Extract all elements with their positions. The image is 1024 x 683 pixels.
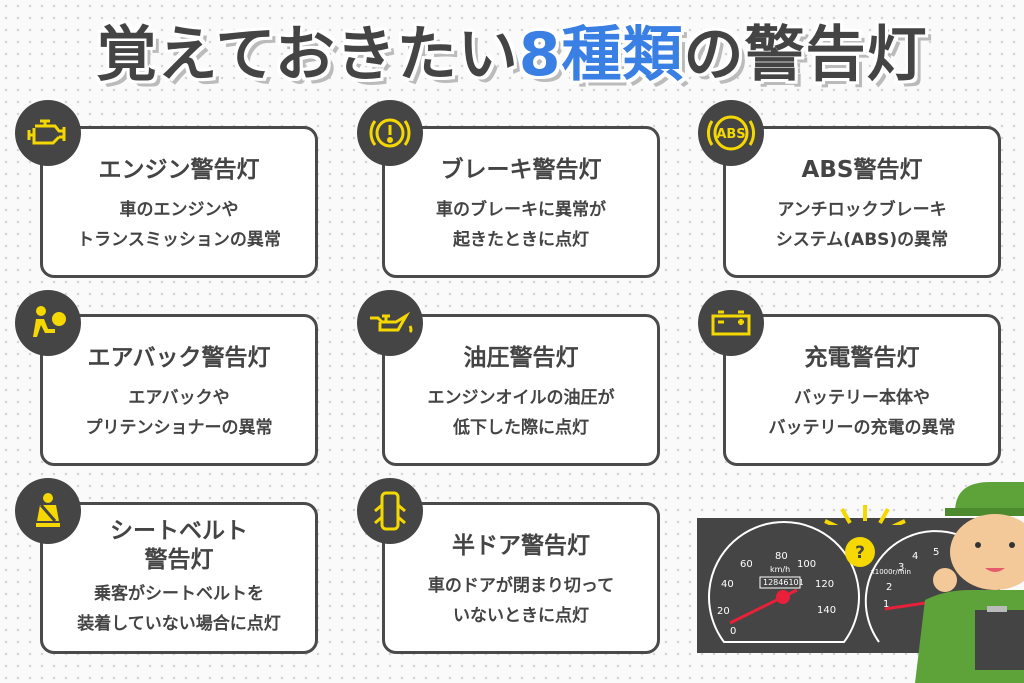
svg-text:40: 40 (721, 579, 734, 590)
card-desc: エアバックや (128, 388, 230, 408)
airbag-icon (15, 290, 81, 356)
card-desc: システム(ABS)の異常 (775, 230, 949, 250)
svg-text:20: 20 (717, 606, 730, 617)
card-desc: 車のエンジンや (119, 200, 239, 220)
card-title: ブレーキ警告灯 (440, 157, 602, 183)
svg-text:140: 140 (817, 605, 836, 616)
card-desc: バッテリー本体や (794, 388, 930, 408)
svg-text:4: 4 (912, 551, 918, 562)
card-title: 充電警告灯 (804, 345, 920, 371)
card-seatbelt: シートベルト警告灯乗客がシートベルトを装着していない場合に点灯 (40, 502, 318, 654)
card-abs: ABS警告灯アンチロックブレーキシステム(ABS)の異常 (723, 126, 1001, 278)
card-title: シートベルト (110, 518, 248, 544)
card-title: エアバック警告灯 (87, 345, 271, 371)
svg-text:ABS: ABS (716, 127, 745, 142)
card-title: 半ドア警告灯 (452, 533, 590, 559)
engine-icon (15, 100, 81, 166)
svg-text:12846101: 12846101 (763, 578, 804, 587)
card-engine: エンジン警告灯車のエンジンやトランスミッションの異常 (40, 126, 318, 278)
svg-text:?: ? (855, 543, 865, 563)
svg-text:km/h: km/h (770, 565, 790, 574)
card-desc: バッテリーの充電の異常 (768, 418, 956, 438)
card-charging: 充電警告灯バッテリー本体やバッテリーの充電の異常 (723, 314, 1001, 466)
alert-rays-icon (824, 505, 906, 525)
mechanic-illustration (915, 482, 1024, 683)
card-desc: 車のドアが閉まり切って (427, 576, 615, 596)
card-title: ABS警告灯 (801, 157, 923, 183)
battery-icon (698, 290, 764, 356)
title-text-end: の警告灯 (683, 20, 928, 90)
page-title: 覚えておきたい8種類の警告灯 (0, 6, 1024, 93)
brake-icon (357, 100, 423, 166)
svg-text:60: 60 (740, 559, 753, 570)
svg-text:5: 5 (933, 547, 939, 558)
card-desc: 低下した際に点灯 (453, 418, 589, 438)
svg-text:0: 0 (730, 626, 736, 637)
oil-can-icon (357, 290, 423, 356)
card-desc: 車のブレーキに異常が (436, 200, 606, 220)
svg-text:100: 100 (797, 559, 816, 570)
card-oil-pressure: 油圧警告灯エンジンオイルの油圧が低下した際に点灯 (382, 314, 660, 466)
door-open-icon (357, 478, 423, 544)
svg-text:3: 3 (898, 562, 904, 573)
card-title: 警告灯 (144, 547, 214, 573)
rpm-unit: x1000r/min (871, 568, 911, 576)
card-desc: 乗客がシートベルトを (94, 584, 264, 604)
card-desc: アンチロックブレーキ (777, 200, 947, 220)
svg-text:120: 120 (815, 579, 834, 590)
title-text: 覚えておきたい (96, 20, 519, 90)
card-desc: 起きたときに点灯 (453, 230, 589, 250)
card-title: エンジン警告灯 (98, 157, 260, 183)
svg-text:2: 2 (886, 582, 892, 593)
title-highlight: 8種類 (518, 20, 684, 90)
seatbelt-icon (15, 478, 81, 544)
card-door: 半ドア警告灯車のドアが閉まり切っていないときに点灯 (382, 502, 660, 654)
card-desc: プリテンショナーの異常 (85, 418, 273, 438)
svg-text:1: 1 (883, 599, 889, 610)
svg-text:80: 80 (775, 551, 788, 562)
card-brake: ブレーキ警告灯車のブレーキに異常が起きたときに点灯 (382, 126, 660, 278)
card-airbag: エアバック警告灯エアバックやプリテンショナーの異常 (40, 314, 318, 466)
card-desc: トランスミッションの異常 (77, 230, 281, 250)
card-title: 油圧警告灯 (463, 345, 579, 371)
card-desc: 装着していない場合に点灯 (77, 614, 281, 634)
card-desc: エンジンオイルの油圧が (427, 388, 615, 408)
abs-icon: ABS (698, 100, 764, 166)
card-desc: いないときに点灯 (453, 606, 589, 626)
